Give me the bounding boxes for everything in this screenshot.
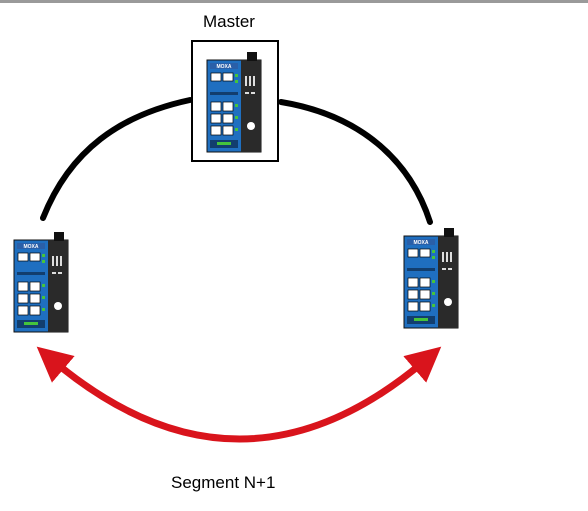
ring-link-right [278,99,433,225]
segment-label: Segment N+1 [171,473,276,492]
ring-link-left [40,97,193,221]
master-label: Master [203,12,255,31]
segment-arrow [36,346,442,443]
top-border-line [0,0,588,3]
master-switch-icon [206,51,262,153]
